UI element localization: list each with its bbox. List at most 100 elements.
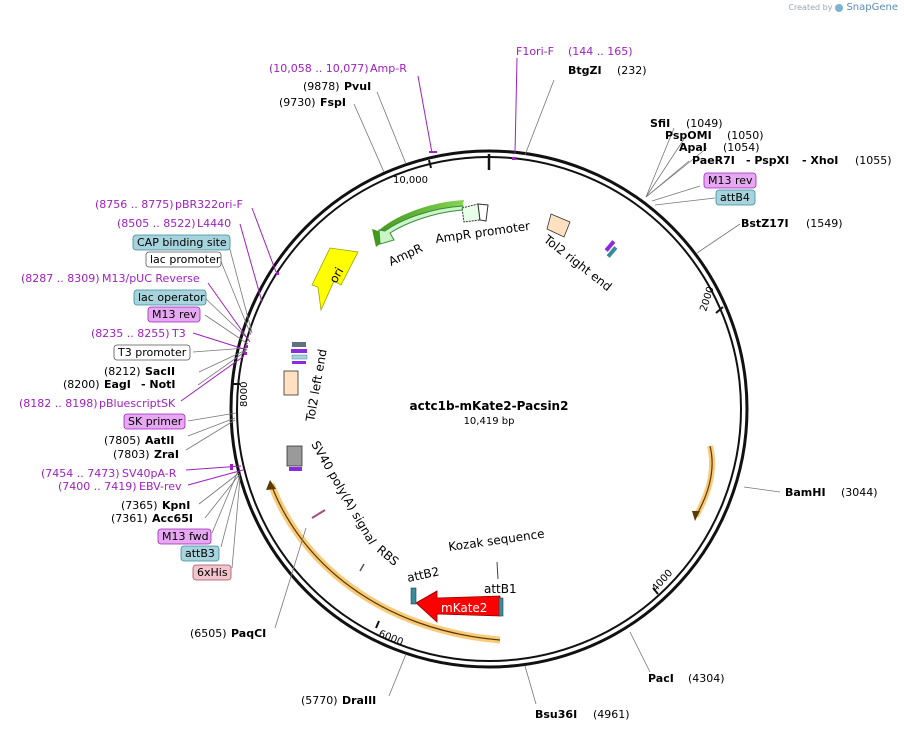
primer-ebv-rev: (7400 .. 7419) EBV-rev <box>58 480 182 493</box>
svg-text:KpnI: KpnI <box>162 499 190 512</box>
svg-text:AatII: AatII <box>145 434 174 447</box>
svg-text:(3044): (3044) <box>841 486 878 499</box>
tol2-left-end-box <box>283 370 299 396</box>
svg-text:M13 fwd: M13 fwd <box>162 530 209 543</box>
site-zrai: (7803) ZraI <box>113 448 179 461</box>
primer-l4440: (8505 .. 8522) L4440 <box>117 217 231 230</box>
svg-text:L4440: L4440 <box>197 217 231 230</box>
site-kpni: (7365) KpnI <box>121 499 190 512</box>
box-lac-promoter: lac promoter <box>145 251 222 268</box>
svg-text:(7400 .. 7419): (7400 .. 7419) <box>58 480 137 493</box>
svg-text:(1050): (1050) <box>727 129 764 142</box>
attb4-features <box>604 240 618 258</box>
svg-text:M13 rev: M13 rev <box>152 308 197 321</box>
svg-text:SfiI: SfiI <box>650 117 670 130</box>
orf-arc-bottom-core <box>270 483 501 641</box>
svg-text:(4304): (4304) <box>688 672 725 685</box>
svg-text:FspI: FspI <box>320 96 346 109</box>
box-m13-fwd: M13 fwd <box>157 528 212 545</box>
sv40-label: SV40 poly(A) signal <box>308 439 379 547</box>
tick-10000: 10,000 <box>393 159 432 186</box>
kozak-label: Kozak sequence <box>447 527 545 554</box>
site-paci: PacI (4304) <box>648 672 725 685</box>
svg-text:PacI: PacI <box>648 672 674 685</box>
svg-text:SV40pA-R: SV40pA-R <box>122 467 177 480</box>
box-sk-primer: SK primer <box>123 413 186 430</box>
box-lac-operator: lac operator <box>133 289 207 306</box>
box-m13-rev-top: M13 rev <box>703 172 757 189</box>
svg-text:- XhoI: - XhoI <box>802 154 838 167</box>
ori-arrow <box>311 247 359 312</box>
svg-text:F1ori-F: F1ori-F <box>516 45 554 58</box>
orf-arc-right-head <box>692 511 700 521</box>
svg-text:(4961): (4961) <box>593 708 630 721</box>
svg-text:(7454 .. 7473): (7454 .. 7473) <box>41 467 120 480</box>
svg-text:8000: 8000 <box>239 382 250 407</box>
svg-text:(9730): (9730) <box>279 96 316 109</box>
ampr-label: AmpR <box>386 241 424 269</box>
box-t3-promoter: T3 promoter <box>113 344 191 361</box>
primer-sv40pa-r: (7454 .. 7473) SV40pA-R <box>41 467 177 480</box>
box-cap-binding-site: CAP binding site <box>132 234 231 251</box>
ori-label: ori <box>326 265 346 286</box>
svg-text:PaqCI: PaqCI <box>231 627 266 640</box>
svg-text:(144 .. 165): (144 .. 165) <box>568 45 633 58</box>
svg-text:pBluescriptSK: pBluescriptSK <box>99 397 176 410</box>
attb2-marker <box>410 587 417 605</box>
svg-text:(1049): (1049) <box>686 117 723 130</box>
svg-text:BstZ17I: BstZ17I <box>741 217 789 230</box>
attb1-marker <box>498 597 504 617</box>
plasmid-length: 10,419 bp <box>464 416 515 427</box>
svg-text:CAP binding site: CAP binding site <box>137 236 227 249</box>
box-6xhis: 6xHis <box>192 564 232 581</box>
site-fspi: (9730) FspI <box>279 96 346 109</box>
primer-t3: (8235 .. 8255) T3 <box>91 327 186 340</box>
brand-name: SnapGene <box>846 2 898 13</box>
svg-text:BamHI: BamHI <box>785 486 826 499</box>
tol2-right-end-label: Tol2 right end <box>540 232 614 294</box>
ampr-promoter-label: AmpR promoter <box>434 219 530 246</box>
site-aatii: (7805) AatII <box>104 434 174 447</box>
site-eagi: (8200) EagI - NotI <box>63 378 176 391</box>
site-sacii: (8212) SacII <box>104 365 175 378</box>
snapgene-brand: Created by SnapGene <box>788 2 898 13</box>
svg-text:(8756 .. 8775): (8756 .. 8775) <box>95 198 174 211</box>
svg-text:10,000: 10,000 <box>393 175 428 186</box>
site-paer7i: PaeR7I - PspXI - XhoI (1055) <box>692 154 892 167</box>
primer-m13-puc-reverse: (8287 .. 8309) M13/pUC Reverse <box>21 272 200 285</box>
box-attb3: attB3 <box>180 545 220 562</box>
svg-text:attB4: attB4 <box>720 191 750 204</box>
svg-text:lac operator: lac operator <box>138 291 205 304</box>
site-sfii: SfiI (1049) <box>650 117 723 130</box>
svg-text:6xHis: 6xHis <box>197 566 228 579</box>
svg-text:SacII: SacII <box>145 365 175 378</box>
svg-text:(8235 .. 8255): (8235 .. 8255) <box>91 327 170 340</box>
svg-text:(1549): (1549) <box>806 217 843 230</box>
rbs-marker <box>359 563 365 572</box>
rbs-label: RBS <box>374 543 401 569</box>
svg-text:T3: T3 <box>171 327 186 340</box>
site-btgzi: BtgZI (232) <box>568 64 647 77</box>
svg-text:(8505 .. 8522): (8505 .. 8522) <box>117 217 196 230</box>
svg-text:pBR322ori-F: pBR322ori-F <box>175 198 243 211</box>
svg-text:(1055): (1055) <box>855 154 892 167</box>
site-pvui: (9878) PvuI <box>303 80 371 93</box>
svg-text:EBV-rev: EBV-rev <box>139 480 182 493</box>
svg-text:EagI: EagI <box>104 378 131 391</box>
leader-lines <box>185 79 781 705</box>
svg-text:6000: 6000 <box>377 629 405 649</box>
svg-text:lac promoter: lac promoter <box>150 253 221 266</box>
svg-text:attB3: attB3 <box>185 547 215 560</box>
svg-text:M13/pUC Reverse: M13/pUC Reverse <box>102 272 200 285</box>
ampr-promoter-arrow <box>461 203 489 223</box>
site-bamhi: BamHI (3044) <box>785 486 878 499</box>
plasmid-name: actc1b-mKate2-Pacsin2 <box>410 399 569 413</box>
svg-text:PspOMI: PspOMI <box>665 129 712 142</box>
svg-text:(5770): (5770) <box>301 694 338 707</box>
svg-text:ZraI: ZraI <box>154 448 179 461</box>
svg-text:(8182 .. 8198): (8182 .. 8198) <box>19 397 98 410</box>
svg-text:(8287 .. 8309): (8287 .. 8309) <box>21 272 100 285</box>
svg-text:M13 rev: M13 rev <box>708 174 753 187</box>
svg-text:(8200): (8200) <box>63 378 100 391</box>
backbone-outer <box>229 149 749 669</box>
